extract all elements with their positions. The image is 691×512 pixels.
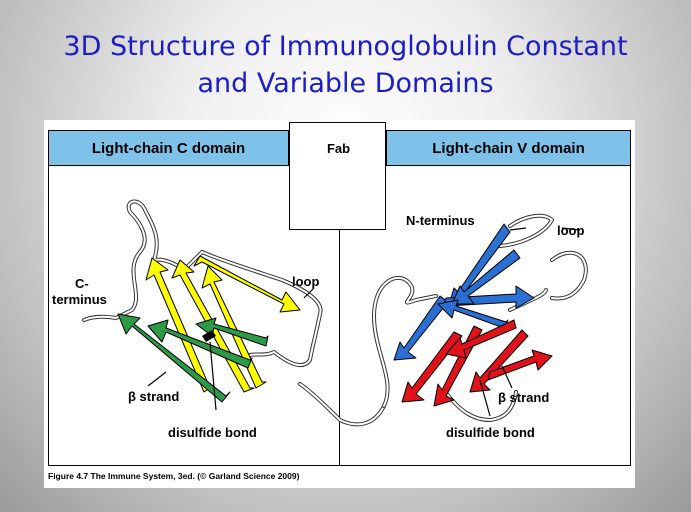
v-red-strand-4 [469,329,529,393]
v-blue-strand-4 [451,249,521,305]
label-c-loop: loop [292,274,319,289]
panel-divider [339,230,340,466]
label-v-n-terminus: N-terminus [406,213,475,228]
c-green-strand-1 [117,313,231,403]
c-yellow-strand-3 [201,265,267,389]
c-yellow-strand-1 [145,257,215,393]
slide-title-line-2: and Variable Domains [197,68,494,99]
v-blue-strand-5 [437,299,509,329]
figure-caption: Figure 4.7 The Immune System, 3ed. (© Ga… [48,471,300,481]
c-domain-green-strands [117,313,269,403]
c-disulfide-bond [202,330,216,342]
v-red-strand-5 [487,349,553,381]
label-v-beta-strand: β strand [498,390,549,405]
c-domain-backbone-inner [83,200,385,426]
label-v-loop: loop [557,223,584,238]
figure: Light-chain C domain Light-chain V domai… [44,120,635,488]
label-c-terminus-line-2: terminus [52,292,107,307]
v-domain-blue-strands [393,223,535,361]
label-c-beta-strand: β strand [128,389,179,404]
slide-title-line-1: 3D Structure of Immunoglobulin Constant [63,31,628,62]
c-green-strand-2 [147,319,253,369]
c-domain-callouts [147,287,315,411]
label-c-disulfide-bond: disulfide bond [168,425,257,440]
ribbon-diagram: C- terminus loop β strand disulfide bond… [52,165,588,440]
v-red-strand-3 [445,319,517,359]
header-light-chain-v-domain: Light-chain V domain [386,130,631,166]
v-domain-callouts [479,227,581,417]
v-blue-strand-2 [393,295,449,361]
fab-label: Fab [326,141,351,156]
fab-box: Fab [289,122,386,230]
c-yellow-strand-4 [193,255,301,313]
slide-title: 3D Structure of Immunoglobulin Constant … [0,28,691,102]
v-domain-backbone-inner [373,214,587,421]
label-c-terminus-line-1: C- [75,276,89,291]
label-v-disulfide-bond: disulfide bond [446,425,535,440]
c-green-strand-3 [195,317,269,347]
v-domain-red-strands [401,319,553,407]
header-light-chain-c-domain: Light-chain C domain [48,130,289,166]
